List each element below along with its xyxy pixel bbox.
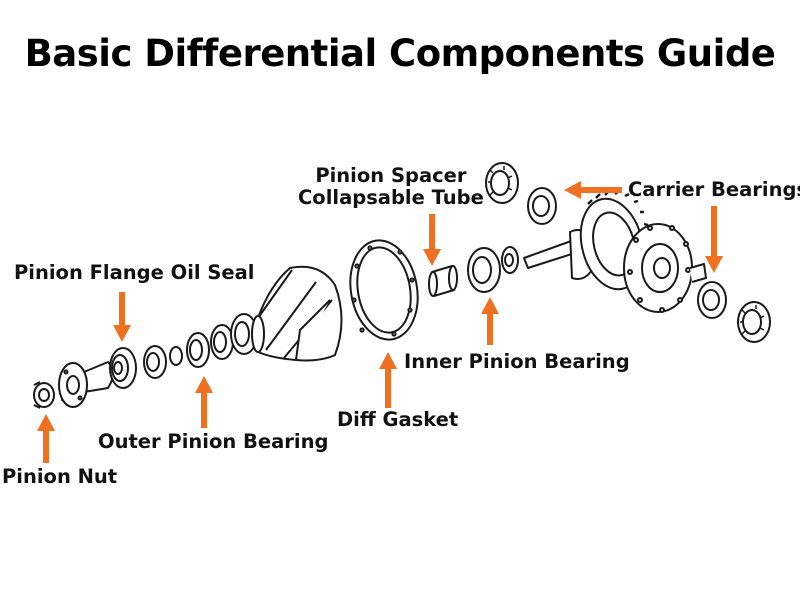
outer-bearing-part: [143, 313, 258, 379]
arrow-pinion-nut: [37, 414, 55, 463]
arrow-carrier-bearing-bottom: [705, 206, 723, 273]
arrow-inner-bearing: [481, 297, 499, 345]
crush-tube-part: [428, 265, 458, 297]
page-title: Basic Differential Components Guide: [24, 32, 776, 75]
carrier-case-part: [623, 223, 707, 313]
label-pinion-spacer: Pinion Spacer Collapsable Tube: [298, 164, 484, 210]
label-pinion-nut: Pinion Nut: [2, 465, 118, 488]
label-diff-gasket: Diff Gasket: [337, 408, 459, 431]
arrow-carrier-bearing-top: [564, 181, 622, 199]
arrow-outer-bearing: [195, 376, 213, 428]
label-carrier-bearings: Carrier Bearings: [628, 178, 800, 201]
diff-housing-part: [251, 265, 343, 362]
label-pinion-spacer-line1: Pinion Spacer: [315, 164, 467, 187]
pinion-flange-part: [58, 361, 114, 408]
arrow-oil-seal: [113, 292, 131, 342]
label-pinion-flange-oil-seal: Pinion Flange Oil Seal: [14, 261, 255, 284]
inner-bearing-part: [467, 246, 519, 293]
carrier-bearing-top-part: [485, 162, 557, 225]
label-outer-pinion-bearing: Outer Pinion Bearing: [98, 430, 329, 453]
diff-gasket-part: [349, 239, 419, 341]
label-pinion-spacer-line2: Collapsable Tube: [298, 186, 484, 210]
pinion-nut-part: [33, 381, 55, 409]
arrow-crush-tube: [423, 214, 441, 266]
carrier-bearing-bottom-part: [697, 281, 771, 343]
arrow-diff-gasket: [379, 352, 397, 408]
label-inner-pinion-bearing: Inner Pinion Bearing: [404, 350, 630, 373]
oil-seal-part: [109, 347, 137, 389]
